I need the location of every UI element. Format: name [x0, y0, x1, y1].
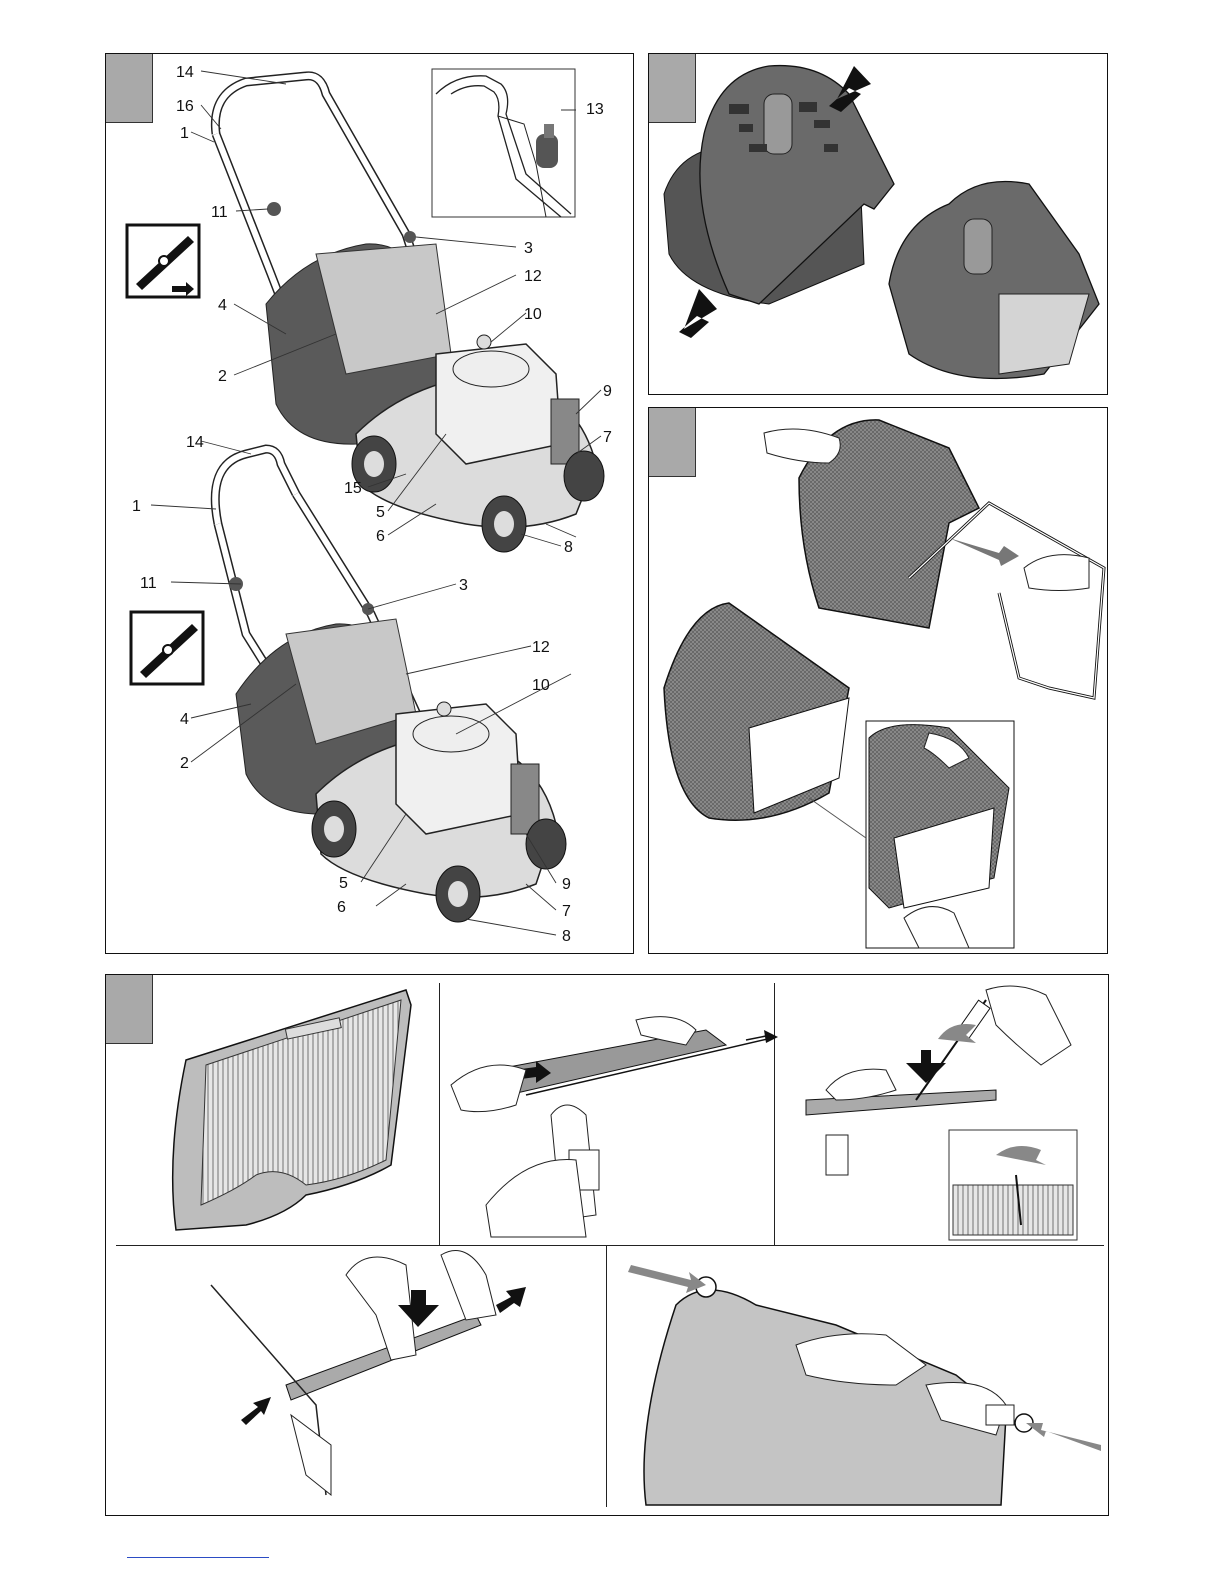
callout-8: 8 — [562, 928, 571, 945]
callout-10: 10 — [532, 677, 550, 694]
hand-icon — [441, 1251, 496, 1321]
throttle-lever-icon — [536, 134, 558, 168]
callout-4: 4 — [218, 297, 227, 314]
step-4-rod-removal — [211, 1251, 526, 1496]
hand-icon — [764, 429, 840, 463]
callout-10: 10 — [524, 306, 542, 323]
callout-16: 16 — [176, 98, 194, 115]
callout-6: 6 — [337, 899, 346, 916]
callout-11: 11 — [140, 575, 157, 592]
figure-4-flap-removal — [105, 974, 1109, 1516]
figure-2-grass-bag-assembly — [648, 53, 1108, 395]
callout-5: 5 — [376, 504, 385, 521]
bag-frame-illustration — [649, 408, 1108, 954]
arrow-icon — [906, 1050, 946, 1083]
blade-standard-icon — [131, 612, 203, 684]
hand-icon — [636, 1017, 696, 1045]
callout-7: 7 — [603, 429, 612, 446]
arrow-icon — [679, 289, 717, 338]
figure-3-bag-frame-assembly — [648, 407, 1108, 954]
mower-illustrations: 14 16 1 11 3 12 10 4 2 9 7 15 5 6 8 13 1… — [106, 54, 634, 954]
hand-icon — [1024, 555, 1089, 591]
callout-3: 3 — [459, 577, 468, 594]
callout-14: 14 — [186, 434, 204, 451]
arrow-icon — [241, 1397, 271, 1425]
callout-9: 9 — [562, 876, 571, 893]
arrow-icon — [496, 1287, 526, 1313]
callout-1: 1 — [180, 125, 189, 142]
flap-removal-illustrations — [106, 975, 1109, 1516]
callout-15: 15 — [344, 480, 362, 497]
figure-1-mower-overview: 14 16 1 11 3 12 10 4 2 9 7 15 5 6 8 13 1… — [105, 53, 634, 954]
callout-9: 9 — [603, 383, 612, 400]
blade-mulch-icon — [127, 225, 199, 297]
step-1-flap — [173, 990, 411, 1230]
step-2-rod-pull — [451, 1017, 778, 1237]
callout-3: 3 — [524, 240, 533, 257]
hand-icon — [451, 1065, 526, 1112]
callout-7: 7 — [562, 903, 571, 920]
callout-12: 12 — [524, 268, 542, 285]
callout-5: 5 — [339, 875, 348, 892]
callout-4: 4 — [180, 711, 189, 728]
callout-12: 12 — [532, 639, 550, 656]
step-3-screwdriver — [806, 986, 1077, 1240]
callout-8: 8 — [564, 539, 573, 556]
callout-2: 2 — [218, 368, 227, 385]
hand-icon — [986, 986, 1071, 1065]
footer-rule — [127, 1557, 269, 1558]
hand-icon — [796, 1334, 926, 1385]
step-5-bag-mount — [628, 1265, 1101, 1505]
inset-callout-13: 13 — [586, 101, 604, 118]
throttle-detail-inset — [432, 69, 576, 217]
callout-6: 6 — [376, 528, 385, 545]
grass-bag-illustration — [649, 54, 1108, 395]
callout-14: 14 — [176, 64, 194, 81]
callout-2: 2 — [180, 755, 189, 772]
callout-1: 1 — [132, 498, 141, 515]
callout-11: 11 — [211, 204, 228, 221]
